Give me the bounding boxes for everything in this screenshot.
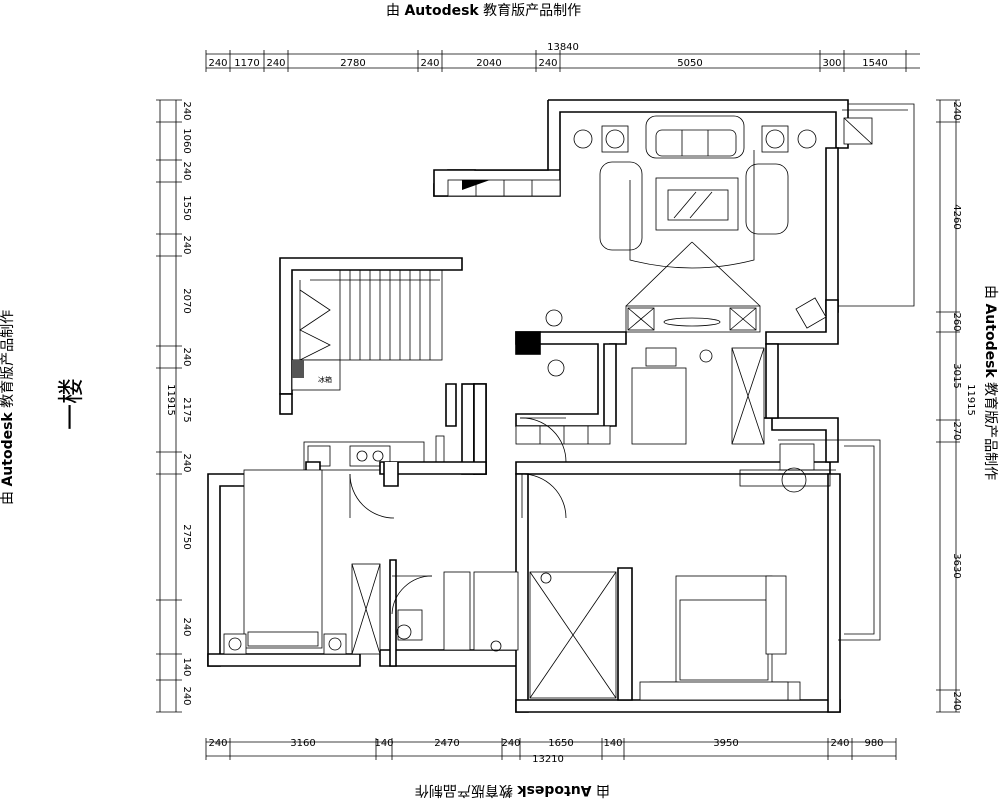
armchair-left bbox=[599, 161, 643, 251]
dimension-label: 2470 bbox=[434, 738, 459, 749]
dimension-label: 270 bbox=[951, 421, 962, 440]
dimension-label: 140 bbox=[181, 657, 192, 676]
dimension-label: 240 bbox=[501, 738, 520, 749]
dimension-label: 240 bbox=[208, 738, 227, 749]
dimension-lines: 13840 240 1170 240 2780 240 2040 240 5050 300 1540… bbox=[156, 42, 976, 765]
dimension-label: 140 bbox=[603, 738, 622, 749]
watermark-right-brand: Autodesk bbox=[982, 303, 998, 378]
plant-icon bbox=[573, 129, 593, 149]
dimension-label: 240 bbox=[420, 58, 439, 69]
dimension-label: 240 bbox=[181, 686, 192, 705]
furniture bbox=[223, 115, 873, 701]
armchair-right bbox=[745, 163, 789, 235]
dimension-label: 11915 bbox=[965, 384, 976, 416]
dimension-label: 980 bbox=[864, 738, 883, 749]
walls: 冰箱 bbox=[207, 99, 915, 713]
dimension-label: 1540 bbox=[862, 58, 887, 69]
dimension-label: 240 bbox=[181, 453, 192, 472]
dimension-label: 2070 bbox=[181, 288, 192, 313]
svg-text:由 Autodesk 教育版产品制作: 由 Autodesk 教育版产品制作 bbox=[415, 782, 610, 798]
watermark-top-brand: Autodesk bbox=[404, 3, 479, 19]
dimension-label: 13210 bbox=[532, 754, 564, 765]
dimension-label: 13840 bbox=[547, 42, 579, 53]
doors bbox=[349, 417, 567, 615]
dimension-label: 240 bbox=[181, 347, 192, 366]
dimension-label: 240 bbox=[181, 161, 192, 180]
svg-text:一楼: 一楼 bbox=[57, 378, 87, 430]
dimension-label: 240 bbox=[951, 691, 962, 710]
dimension-label: 240 bbox=[208, 58, 227, 69]
watermark-right-prefix: 由 bbox=[982, 285, 998, 303]
dimension-label: 1650 bbox=[548, 738, 573, 749]
bed-right bbox=[675, 575, 773, 685]
watermark-bottom: 由 Autodesk 教育版产品制作 bbox=[415, 782, 610, 798]
dimension-label: 1170 bbox=[234, 58, 259, 69]
svg-text:由 Autodesk 教育版产品制作: 由 Autodesk 教育版产品制作 bbox=[0, 310, 16, 505]
watermark-top-prefix: 由 bbox=[386, 3, 404, 19]
watermark-top: 由 Autodesk 教育版产品制作 bbox=[386, 3, 581, 19]
dimension-label: 240 bbox=[181, 101, 192, 120]
plant-icon bbox=[797, 129, 817, 149]
staircase bbox=[291, 269, 443, 361]
kitchen-counter bbox=[303, 441, 425, 471]
watermark-bottom-prefix: 由 bbox=[592, 782, 610, 798]
dimension-label: 2750 bbox=[181, 524, 192, 549]
dimension-label: 240 bbox=[830, 738, 849, 749]
dimension-label: 5050 bbox=[677, 58, 702, 69]
watermark-bottom-brand: Autodesk bbox=[517, 782, 592, 798]
armchair-middle bbox=[631, 367, 687, 445]
watermark-left-suffix: 教育版产品制作 bbox=[0, 310, 16, 412]
watermark-right: 由 Autodesk 教育版产品制作 bbox=[982, 285, 998, 480]
watermark-right-suffix: 教育版产品制作 bbox=[982, 378, 998, 480]
watermark-top-suffix: 教育版产品制作 bbox=[479, 3, 581, 19]
svg-text:由 Autodesk 教育版产品制作: 由 Autodesk 教育版产品制作 bbox=[982, 285, 998, 480]
sofa bbox=[645, 115, 745, 159]
dimension-label: 240 bbox=[951, 101, 962, 120]
dimension-label: 2780 bbox=[340, 58, 365, 69]
dimension-label: 11915 bbox=[165, 384, 176, 416]
fridge-label: 冰箱 bbox=[318, 375, 332, 384]
watermark-bottom-suffix: 教育版产品制作 bbox=[415, 782, 517, 798]
dimension-label: 3630 bbox=[951, 553, 962, 578]
dimension-label: 3015 bbox=[951, 363, 962, 388]
floor-label: 一楼 bbox=[57, 378, 87, 430]
dimension-label: 300 bbox=[822, 58, 841, 69]
dimension-label: 240 bbox=[181, 235, 192, 254]
dimension-label: 140 bbox=[374, 738, 393, 749]
dimension-label: 2040 bbox=[476, 58, 501, 69]
watermark-left: 由 Autodesk 教育版产品制作 bbox=[0, 310, 16, 505]
dimension-label: 240 bbox=[266, 58, 285, 69]
dimension-label: 240 bbox=[181, 617, 192, 636]
dimension-label: 2175 bbox=[181, 397, 192, 422]
dimension-label: 1060 bbox=[181, 128, 192, 153]
dimension-label: 3950 bbox=[713, 738, 738, 749]
watermark-left-brand: Autodesk bbox=[0, 412, 16, 487]
bed-left bbox=[243, 469, 323, 649]
dimension-label: 240 bbox=[538, 58, 557, 69]
dimension-label: 4260 bbox=[951, 204, 962, 229]
watermark-left-prefix: 由 bbox=[0, 487, 16, 505]
dimension-label: 1550 bbox=[181, 195, 192, 220]
coffee-table bbox=[655, 177, 739, 231]
dimension-label: 3160 bbox=[290, 738, 315, 749]
dimension-label: 260 bbox=[951, 312, 962, 331]
